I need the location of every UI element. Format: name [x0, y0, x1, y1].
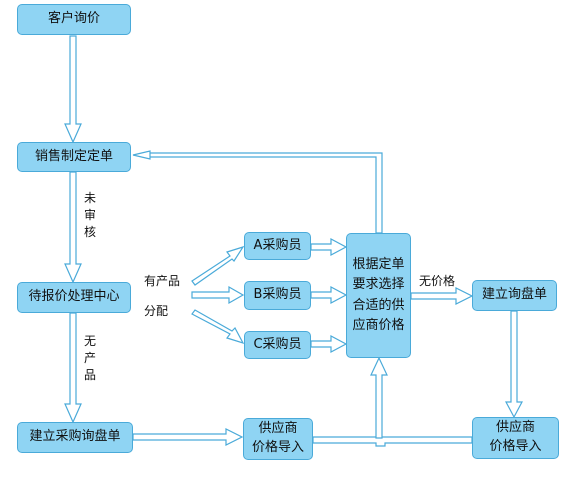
sales-order-label: 销售制定定单 — [34, 148, 113, 164]
create-purchase-inquiry-label: 建立采购询盘单 — [29, 429, 121, 445]
choose-supplier-line-1: 根据定单 — [352, 257, 405, 273]
not-reviewed-char-3: 核 — [83, 224, 96, 239]
pending-quote-center-node[interactable]: 待报价处理中心 — [17, 282, 131, 313]
arrow-import-up-to-choose — [370, 356, 388, 439]
arrow-center-to-buyer-c — [191, 309, 245, 345]
sales-order-node[interactable]: 销售制定定单 — [17, 142, 131, 172]
arrow-center-to-buyer-a — [191, 245, 245, 286]
customer-inquiry-node[interactable]: 客户询价 — [17, 4, 131, 35]
supplier-price-import-2-node[interactable]: 供应商 价格导入 — [472, 417, 559, 459]
not-reviewed-char-2: 审 — [83, 207, 96, 222]
not-reviewed-label: 未 审 核 — [83, 190, 97, 240]
create-inquiry-sheet-node[interactable]: 建立询盘单 — [472, 280, 557, 311]
arrow-buyer-c-to-choose — [310, 335, 348, 353]
arrow-center-to-buyer-b — [191, 285, 245, 305]
no-product-char-3: 品 — [83, 367, 96, 382]
choose-supplier-line-4: 应商价格 — [352, 317, 405, 333]
no-product-char-2: 产 — [83, 350, 96, 365]
supplier-price-import-1-line-2: 价格导入 — [251, 440, 304, 455]
buyer-b-label: B采购员 — [253, 287, 302, 303]
pending-quote-center-label: 待报价处理中心 — [28, 289, 120, 305]
buyer-b-node[interactable]: B采购员 — [244, 281, 311, 310]
arrow-choose-to-inquiry-sheet — [410, 287, 474, 305]
buyer-a-node[interactable]: A采购员 — [244, 232, 311, 260]
arrow-import-to-choose — [312, 436, 473, 447]
arrow-inquiry-to-order — [64, 35, 82, 144]
buyer-c-node[interactable]: C采购员 — [244, 331, 311, 359]
arrow-buyer-b-to-choose — [310, 286, 348, 304]
arrow-inquiry-sheet-to-import-2 — [505, 310, 523, 419]
no-price-label: 无价格 — [419, 274, 456, 288]
supplier-price-import-1-node[interactable]: 供应商 价格导入 — [243, 418, 313, 460]
no-product-label: 无 产 品 — [83, 333, 97, 383]
assign-label: 分配 — [144, 304, 169, 318]
supplier-price-import-2-line-1: 供应商 — [495, 420, 535, 436]
supplier-price-import-2-line-2: 价格导入 — [489, 439, 542, 454]
arrow-center-to-purchase-inquiry — [64, 312, 82, 424]
arrow-order-to-center — [64, 171, 82, 284]
not-reviewed-char-1: 未 — [83, 191, 96, 205]
arrow-purchase-inquiry-to-import-1 — [132, 428, 244, 446]
arrow-feedback-to-order — [132, 150, 383, 234]
create-inquiry-sheet-label: 建立询盘单 — [481, 287, 547, 303]
has-product-label: 有产品 — [144, 274, 181, 288]
create-purchase-inquiry-node[interactable]: 建立采购询盘单 — [17, 422, 133, 453]
arrow-buyer-a-to-choose — [310, 238, 348, 256]
choose-supplier-line-2: 要求选择 — [352, 277, 405, 293]
supplier-price-import-1-line-1: 供应商 — [258, 421, 298, 437]
buyer-c-label: C采购员 — [253, 336, 302, 352]
choose-supplier-line-3: 合适的供 — [352, 297, 405, 313]
choose-supplier-node[interactable]: 根据定单 要求选择 合适的供 应商价格 — [346, 233, 411, 358]
customer-inquiry-label: 客户询价 — [47, 11, 100, 27]
buyer-a-label: A采购员 — [253, 237, 302, 253]
no-product-char-1: 无 — [83, 334, 96, 348]
